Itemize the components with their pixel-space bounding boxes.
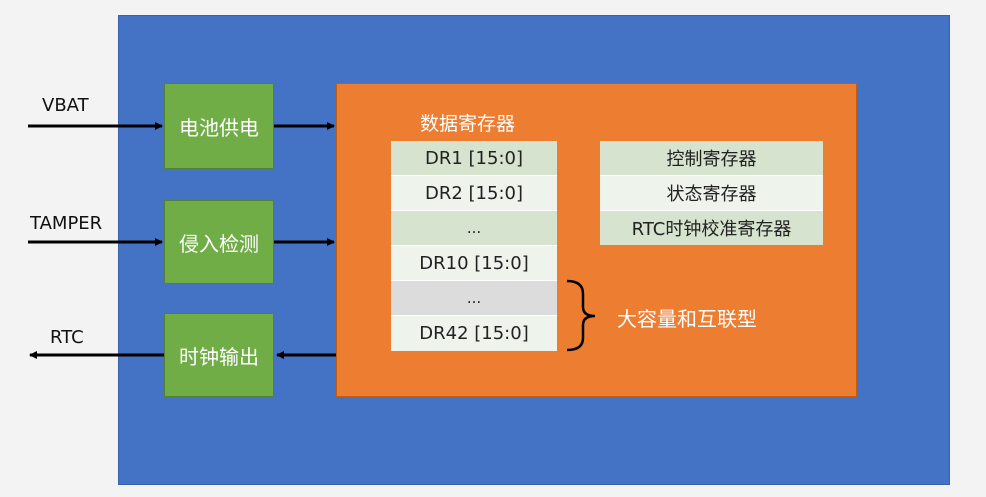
data-register-table: DR1 [15:0] DR2 [15:0] ... DR10 [15:0] ..… [391,141,557,351]
rtc-label: RTC [50,327,84,348]
data-register-title: 数据寄存器 [420,113,516,135]
rtc-calibration-register-row: RTC时钟校准寄存器 [600,211,823,245]
table-row: DR2 [15:0] [391,176,557,211]
vbat-label: VBAT [42,95,89,116]
table-row: ... [391,211,557,246]
control-register-table: 控制寄存器 状态寄存器 RTC时钟校准寄存器 [600,141,823,245]
tamper-detect-block: 侵入检测 [164,200,274,284]
table-row: DR42 [15:0] [391,316,557,351]
tamper-label: TAMPER [30,213,103,234]
table-row: ... [391,281,557,316]
table-row: DR10 [15:0] [391,246,557,281]
battery-supply-block: 电池供电 [164,83,274,169]
clock-output-block: 时钟输出 [164,313,274,397]
status-register-row: 状态寄存器 [600,176,823,211]
high-density-note: 大容量和互联型 [617,307,757,331]
brace-icon [566,279,596,352]
table-row: DR1 [15:0] [391,141,557,176]
control-register-row: 控制寄存器 [600,141,823,176]
